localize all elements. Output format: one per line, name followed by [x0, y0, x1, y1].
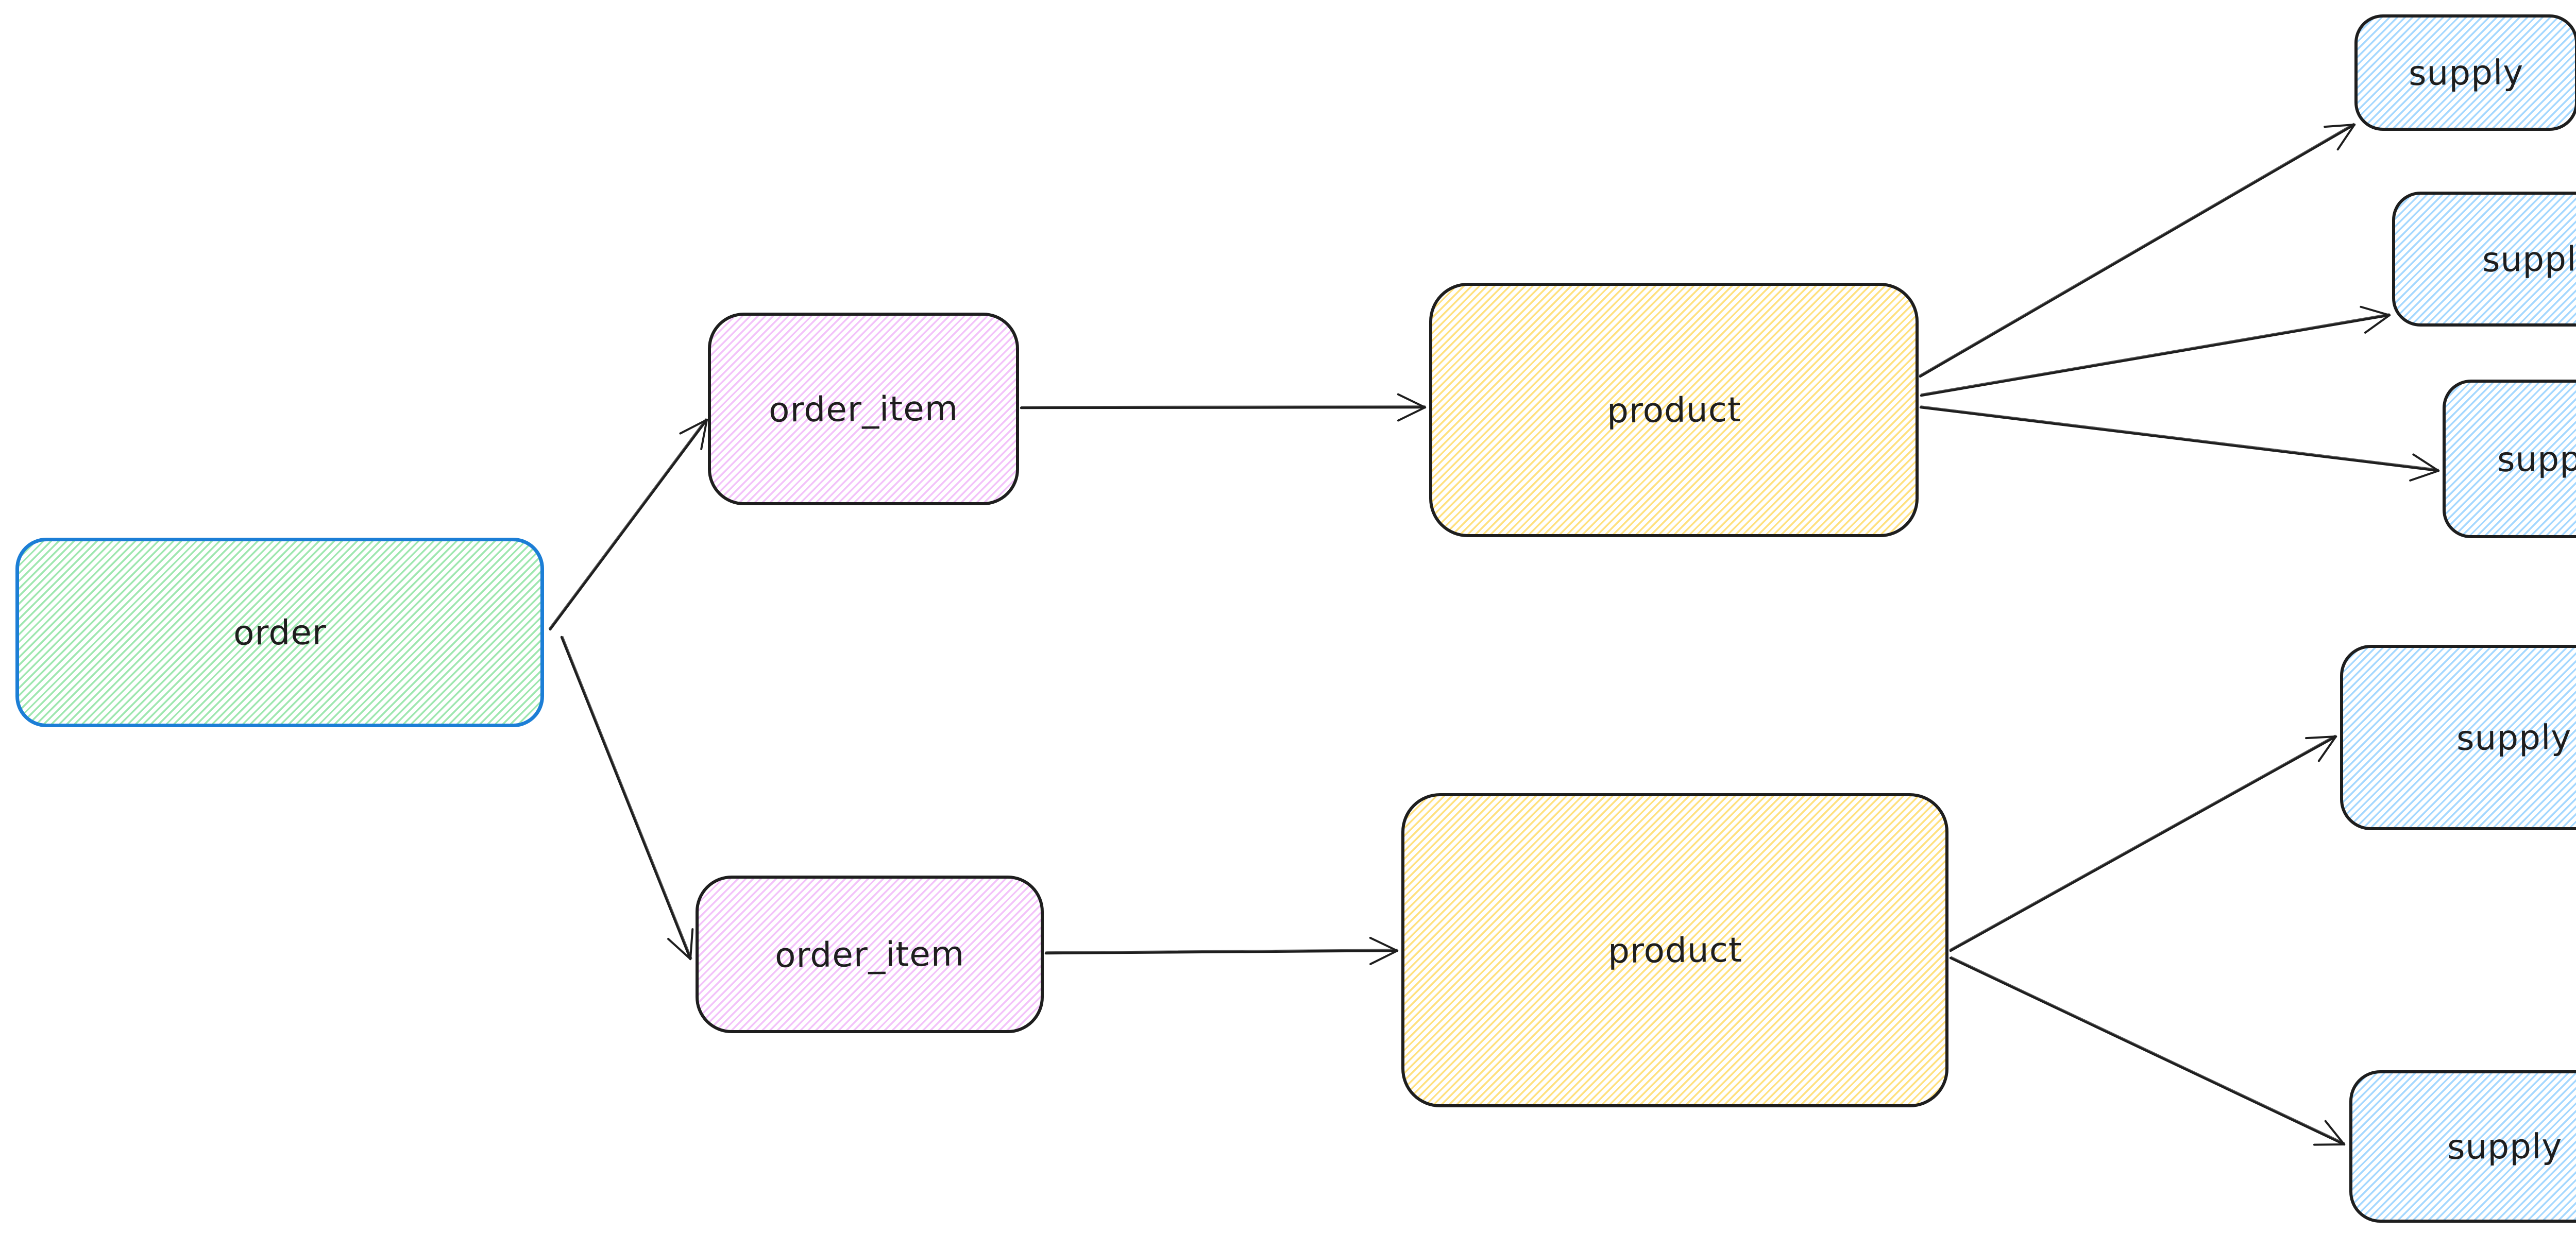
node-supply-2: supply: [2392, 192, 2576, 327]
node-product-1: product: [1429, 283, 1919, 537]
node-label-order-item-1: order_item: [768, 388, 959, 430]
node-label-supply-1: supply: [2408, 52, 2524, 93]
node-product-2: product: [1401, 793, 1948, 1107]
node-supply-4: supply: [2340, 645, 2576, 830]
node-label-order: order: [233, 612, 327, 653]
node-label-supply-3: supply: [2497, 438, 2576, 480]
node-order: order: [15, 538, 544, 727]
node-label-product-2: product: [1607, 930, 1742, 971]
node-label-supply-5: supply: [2447, 1126, 2563, 1167]
node-label-product-1: product: [1606, 389, 1741, 431]
node-supply-5: supply: [2349, 1070, 2576, 1223]
node-order-item-2: order_item: [696, 876, 1044, 1033]
node-label-order-item-2: order_item: [774, 933, 965, 975]
node-supply-1: supply: [2354, 14, 2576, 131]
node-supply-3: supply: [2443, 380, 2576, 538]
node-label-supply-4: supply: [2456, 717, 2572, 758]
node-label-supply-2: supply: [2482, 238, 2576, 280]
node-order-item-1: order_item: [708, 313, 1019, 505]
